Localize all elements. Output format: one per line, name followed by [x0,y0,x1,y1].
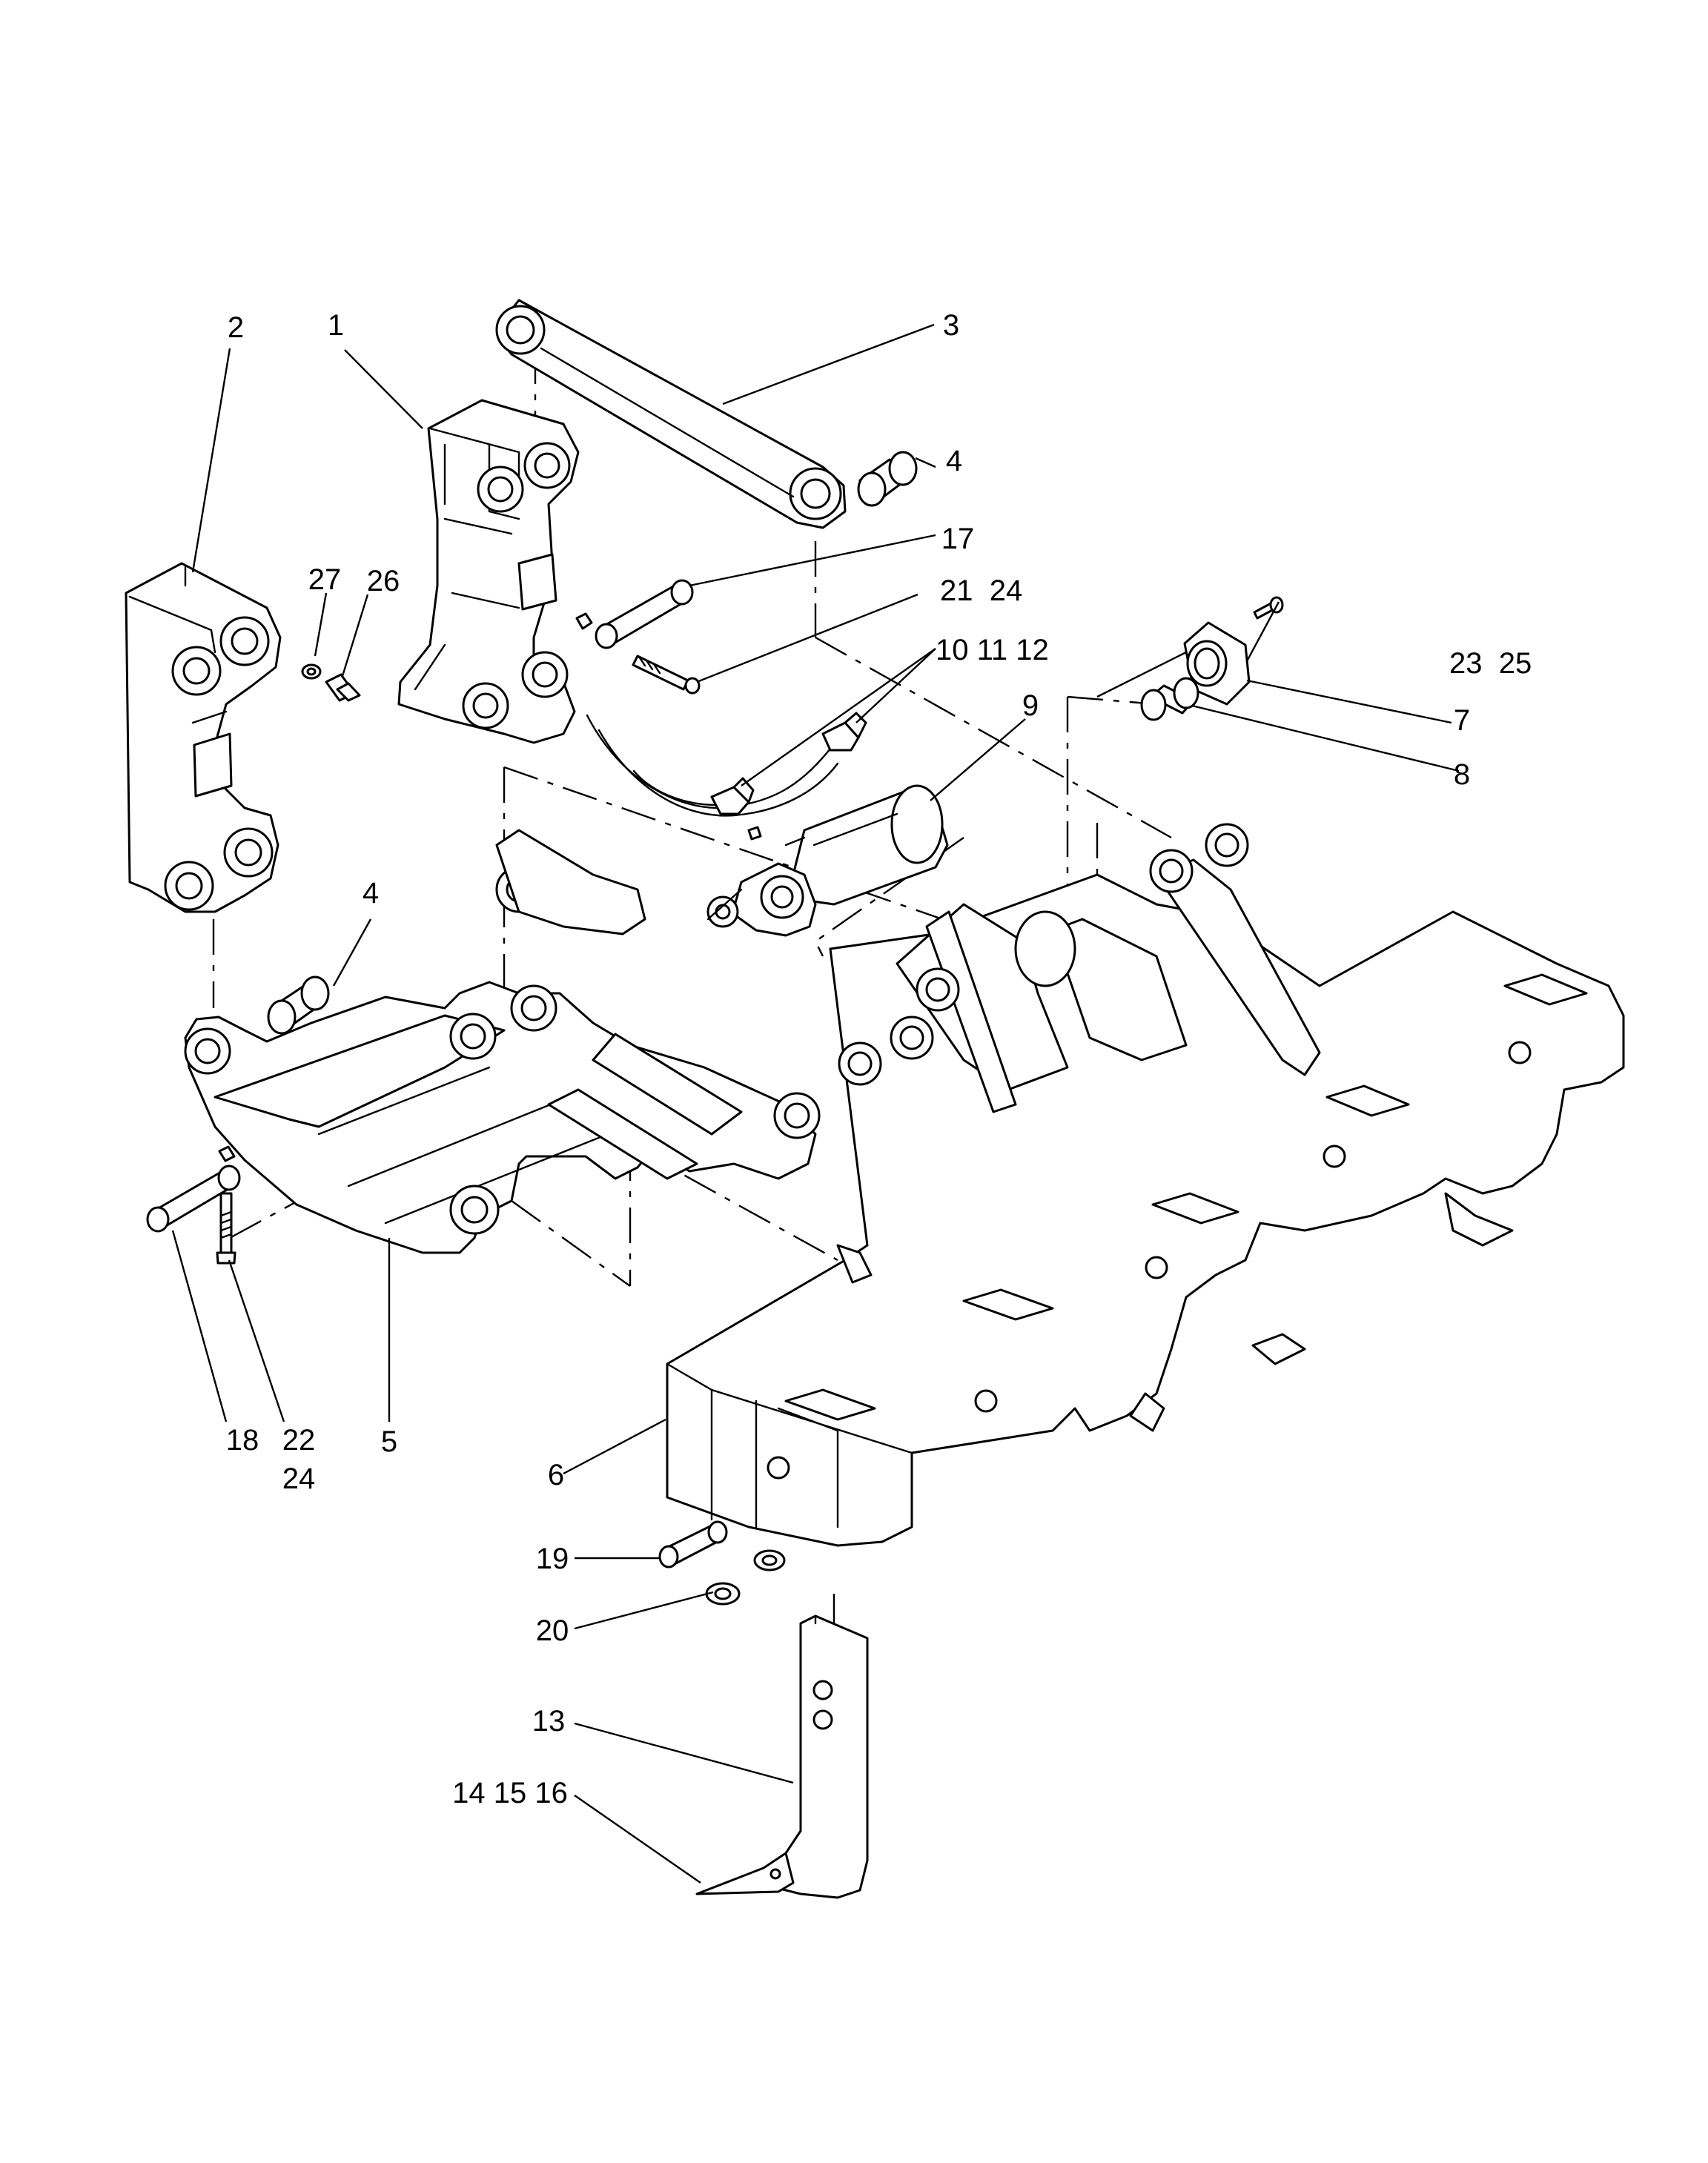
bracket-part-2 [125,562,282,913]
callout-26: 26 [367,565,400,597]
bushing-part-4-lower [267,975,330,1035]
bolt-part-21 [632,655,701,695]
link-frame-part-5 [184,829,821,1254]
callout-17: 17 [941,523,975,555]
upper-link-part-3 [495,299,847,529]
callout-21-24: 21 24 [940,574,1022,607]
main-beam-part-6 [666,823,1625,1547]
bushing-part-4-upper [857,451,918,507]
bracket-part-1 [397,399,580,744]
washer-part-27 [301,663,322,680]
callout-9: 9 [1022,689,1039,722]
bolt-part-26 [325,673,361,702]
shank-part-13 [769,1614,869,1899]
callout-10-11-12: 10 11 12 [936,634,1049,666]
pin-part-19 [658,1520,728,1569]
callout-7: 7 [1454,704,1470,737]
callout-3: 3 [943,309,959,342]
screw-part-23-25 [1253,596,1284,620]
bolt-part-22 [216,1145,236,1265]
cylinder-part-9 [706,784,949,937]
callout-14-15-16: 14 15 16 [452,1777,568,1809]
nut-part-21 [575,612,593,630]
callout-labels: 2 1 3 4 17 21 24 10 11 12 9 23 25 7 8 27… [226,309,1532,1809]
callout-22: 22 [282,1424,316,1457]
callout-24: 24 [282,1463,316,1495]
callout-8: 8 [1454,758,1470,791]
callout-23-25: 23 25 [1449,647,1532,680]
callout-4-lower: 4 [363,877,379,910]
callout-4-upper: 4 [946,445,962,477]
callout-18: 18 [226,1424,259,1457]
callout-20: 20 [536,1614,569,1647]
tip-part-14-15-16 [695,1852,795,1895]
callout-leaders [171,323,1460,1884]
callout-5: 5 [381,1425,397,1458]
bushing-part-8 [1140,677,1199,721]
callout-13: 13 [532,1705,566,1738]
callout-19: 19 [536,1543,569,1575]
callout-1: 1 [328,309,344,342]
clip-part-20 [705,1549,786,1606]
pin-part-17 [595,579,694,649]
pin-part-18 [146,1165,241,1233]
callout-6: 6 [548,1459,564,1491]
callout-2: 2 [228,311,244,344]
callout-27: 27 [308,563,342,596]
